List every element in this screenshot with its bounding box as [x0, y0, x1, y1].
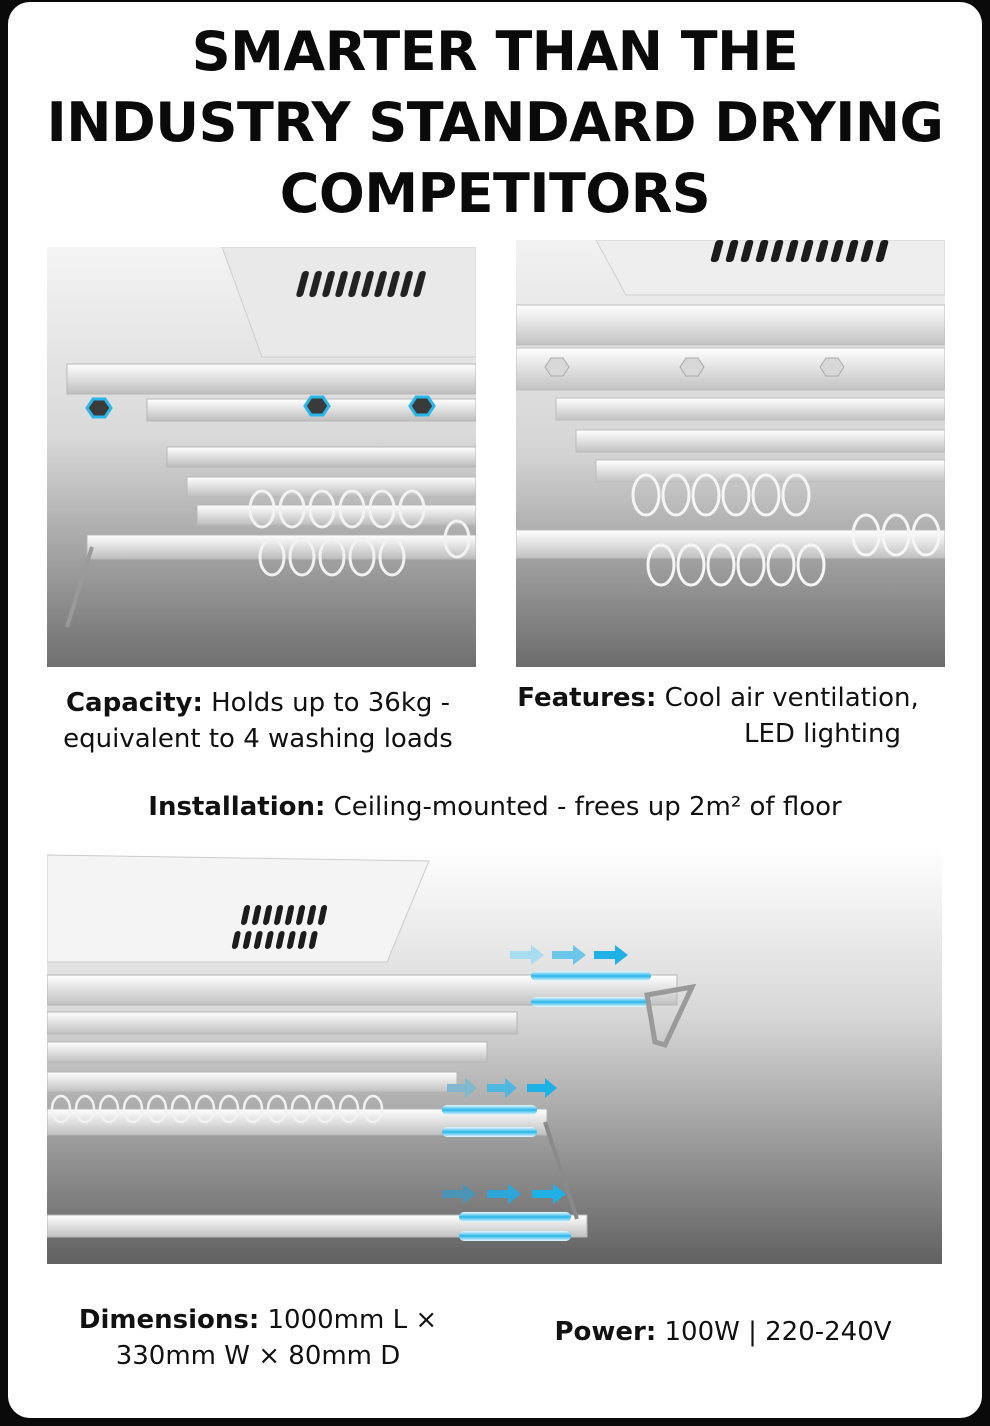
power-label: Power:: [554, 1317, 657, 1347]
installation-caption: Installation: Ceiling-mounted - frees up…: [8, 789, 982, 825]
dimensions-label: Dimensions:: [78, 1305, 260, 1335]
product-card: SMARTER THAN THE INDUSTRY STANDARD DRYIN…: [8, 2, 982, 1418]
installation-label: Installation:: [148, 792, 326, 822]
capacity-caption: Capacity: Holds up to 36kg - equivalent …: [48, 685, 468, 757]
capacity-text-2: equivalent to 4 washing loads: [63, 724, 453, 754]
features-text-1: Cool air ventilation,: [664, 683, 919, 713]
dimensions-caption: Dimensions: 1000mm L × 330mm W × 80mm D: [48, 1302, 468, 1374]
product-photo-features: [516, 240, 945, 667]
features-label: Features:: [517, 683, 657, 713]
power-caption: Power: 100W | 220-240V: [508, 1314, 938, 1350]
dimensions-text-2: 330mm W × 80mm D: [115, 1341, 401, 1371]
features-text-2: LED lighting: [743, 719, 901, 749]
title-line-3: COMPETITORS: [279, 162, 711, 225]
dimensions-text-1: 1000mm L ×: [267, 1305, 438, 1335]
title-line-1: SMARTER THAN THE: [191, 20, 799, 83]
product-photo-capacity: [47, 247, 476, 667]
power-text: 100W | 220-240V: [664, 1317, 892, 1347]
airflow-arrows-top: [510, 945, 628, 965]
title-line-2: INDUSTRY STANDARD DRYING: [46, 91, 944, 154]
product-photo-extended: [47, 847, 942, 1264]
installation-text: Ceiling-mounted - frees up 2m² of floor: [333, 792, 842, 822]
capacity-text-1: Holds up to 36kg -: [211, 688, 451, 718]
page-title: SMARTER THAN THE INDUSTRY STANDARD DRYIN…: [8, 16, 982, 229]
features-caption: Features: Cool air ventilation, LED ligh…: [513, 680, 923, 752]
capacity-label: Capacity:: [65, 688, 203, 718]
